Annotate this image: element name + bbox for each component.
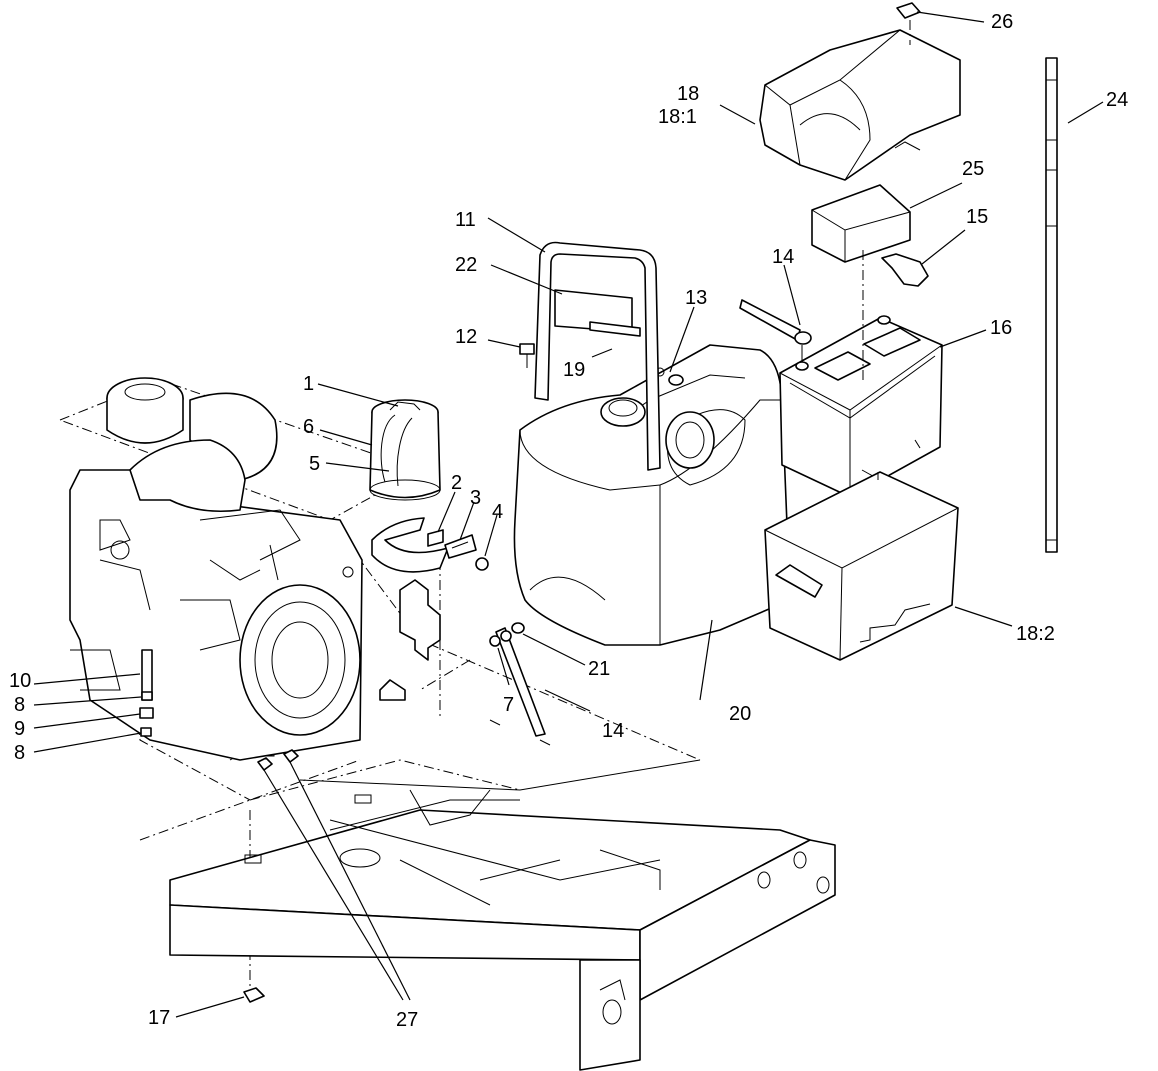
callout-27: 27 xyxy=(396,1009,418,1031)
fuel-tank xyxy=(513,344,791,646)
cover xyxy=(759,2,961,181)
callout-7: 7 xyxy=(503,694,514,716)
chassis-frame xyxy=(58,379,836,1071)
fuel-pump xyxy=(369,399,441,501)
engine-assembly xyxy=(69,377,363,761)
callout-4: 4 xyxy=(492,501,503,523)
callout-3: 3 xyxy=(470,487,481,509)
callout-labels: 1 6 5 2 3 4 7 10 8 9 8 11 22 12 19 13 14… xyxy=(9,11,1128,1031)
fuel-line xyxy=(489,299,812,737)
callout-5: 5 xyxy=(309,453,320,475)
callout-12: 12 xyxy=(455,326,477,348)
callout-19: 19 xyxy=(563,359,585,381)
callout-8-lower: 8 xyxy=(14,742,25,764)
callout-26: 26 xyxy=(991,11,1013,33)
callout-2: 2 xyxy=(451,472,462,494)
callout-18-2: 18:2 xyxy=(1016,623,1055,645)
small-parts xyxy=(139,649,299,1003)
battery-tray xyxy=(764,471,959,661)
battery xyxy=(779,315,943,498)
callout-15: 15 xyxy=(966,206,988,228)
callout-10: 10 xyxy=(9,670,31,692)
tank-hold-down xyxy=(519,241,661,471)
battery-box-cover xyxy=(811,184,929,380)
callout-14-lower: 14 xyxy=(602,720,624,742)
callout-22: 22 xyxy=(455,254,477,276)
callout-13: 13 xyxy=(685,287,707,309)
callout-1: 1 xyxy=(303,373,314,395)
callout-8-upper: 8 xyxy=(14,694,25,716)
callout-17: 17 xyxy=(148,1007,170,1029)
callout-16: 16 xyxy=(990,317,1012,339)
callout-25: 25 xyxy=(962,158,984,180)
callout-21: 21 xyxy=(588,658,610,680)
callout-9: 9 xyxy=(14,718,25,740)
leader-lines xyxy=(33,11,1104,1018)
callout-6: 6 xyxy=(303,416,314,438)
callout-18-1: 18:1 xyxy=(658,106,697,128)
callout-18: 18 xyxy=(677,83,699,105)
pump-bracket xyxy=(371,517,489,573)
callout-20: 20 xyxy=(729,703,751,725)
decal-strip xyxy=(1045,57,1058,553)
callout-11: 11 xyxy=(455,209,476,231)
callout-14-upper: 14 xyxy=(772,246,794,268)
callout-24: 24 xyxy=(1106,89,1128,111)
tank-mount-bracket xyxy=(379,579,441,701)
